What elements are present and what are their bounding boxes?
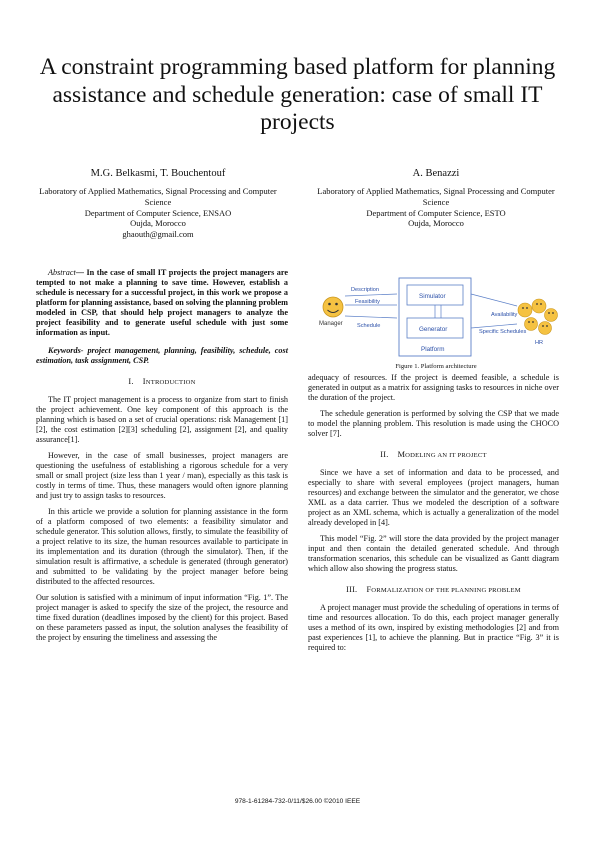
section-heading-formalization: III. FORMALIZATION OF THE PLANNING PROBL… bbox=[346, 585, 521, 594]
affiliation-line: Laboratory of Applied Mathematics, Signa… bbox=[39, 186, 277, 207]
paragraph: Our solution is satisfied with a minimum… bbox=[36, 593, 288, 642]
feasibility-label: Feasibility bbox=[355, 299, 380, 305]
hr-label: HR bbox=[535, 340, 543, 346]
affiliation-line: Department of Computer Science, ESTO bbox=[366, 207, 506, 218]
platform-label: Platform bbox=[421, 346, 444, 353]
abstract-label: Abstract bbox=[48, 268, 76, 277]
schedule-label: Schedule bbox=[357, 323, 380, 329]
manager-smiley-icon bbox=[322, 296, 344, 318]
right-column: adequacy of resources. If the project is… bbox=[308, 373, 559, 659]
author-names: A. Benazzi bbox=[412, 168, 460, 179]
author-names: M.G. Belkasmi, T. Bouchentouf bbox=[90, 168, 226, 179]
paragraph: In this article we provide a solution fo… bbox=[36, 507, 288, 586]
left-column: Abstract— In the case of small IT projec… bbox=[36, 268, 288, 649]
author-block-1: M.G. Belkasmi, T. Bouchentouf Laboratory… bbox=[28, 168, 288, 240]
section-heading-modeling: II. MODELING AN IT PROJECT bbox=[380, 450, 487, 459]
author-email[interactable]: ghaouth@gmail.com bbox=[122, 229, 194, 240]
affiliation-line: Laboratory of Applied Mathematics, Signa… bbox=[317, 186, 555, 207]
hr-group-icon bbox=[517, 298, 558, 335]
paragraph: The schedule generation is performed by … bbox=[308, 409, 559, 438]
paragraph: However, in the case of small businesses… bbox=[36, 451, 288, 500]
affiliation-line: Oujda, Morocco bbox=[408, 218, 464, 229]
manager-label: Manager bbox=[319, 321, 343, 327]
author-block-2: A. Benazzi Laboratory of Applied Mathema… bbox=[306, 168, 566, 229]
paragraph: The IT project management is a process t… bbox=[36, 395, 288, 444]
paragraph: Since we have a set of information and d… bbox=[308, 468, 559, 527]
description-label: Description bbox=[351, 287, 379, 293]
specific-schedules-label: Specific Schedules bbox=[479, 329, 526, 335]
section-heading-introduction: I. INTRODUCTION bbox=[128, 377, 196, 386]
paragraph: This model “Fig. 2” will store the data … bbox=[308, 534, 559, 573]
paragraph: A project manager must provide the sched… bbox=[308, 603, 559, 652]
simulator-label: Simulator bbox=[419, 293, 446, 300]
abstract-text: — In the case of small IT projects the p… bbox=[36, 268, 288, 337]
generator-label: Generator bbox=[419, 326, 447, 333]
svg-text:Specific Schedules: Specific Schedules bbox=[479, 329, 526, 335]
paper-title: A constraint programming based platform … bbox=[39, 54, 556, 135]
availability-label: Availability bbox=[491, 312, 518, 318]
affiliation-line: Oujda, Morocco bbox=[130, 218, 186, 229]
copyright-footer: 978-1-61284-732-0/11/$26.00 ©2010 IEEE bbox=[234, 798, 361, 805]
affiliation-line: Department of Computer Science, ENSAO bbox=[84, 207, 232, 218]
figure-caption: Figure 1. Platform architecture bbox=[395, 363, 477, 370]
keywords: Keywords- project management, planning, … bbox=[36, 346, 288, 365]
paragraph: adequacy of resources. If the project is… bbox=[308, 373, 559, 402]
platform-architecture-figure: Manager Description Feasibility Schedule… bbox=[319, 277, 558, 357]
abstract: Abstract— In the case of small IT projec… bbox=[36, 268, 288, 338]
